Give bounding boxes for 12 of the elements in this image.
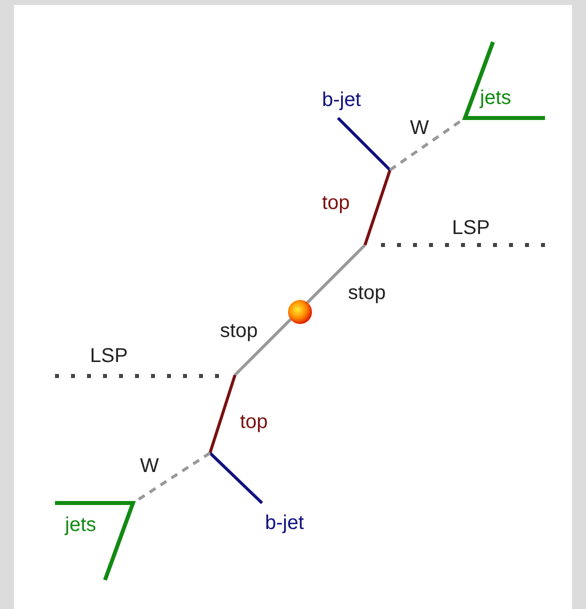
- particle-label: W: [410, 118, 429, 138]
- particle-label: stop: [220, 321, 258, 341]
- particle-label: LSP: [90, 346, 128, 366]
- particle-label: stop: [348, 283, 386, 303]
- particle-label: top: [240, 412, 268, 432]
- particle-label: LSP: [452, 218, 490, 238]
- particle-label: b-jet: [322, 90, 361, 110]
- particle-label: jets: [480, 88, 512, 108]
- particle-label: W: [140, 456, 159, 476]
- particle-label: jets: [65, 515, 96, 535]
- particle-label: top: [322, 193, 350, 213]
- particle-label: b-jet: [265, 513, 304, 533]
